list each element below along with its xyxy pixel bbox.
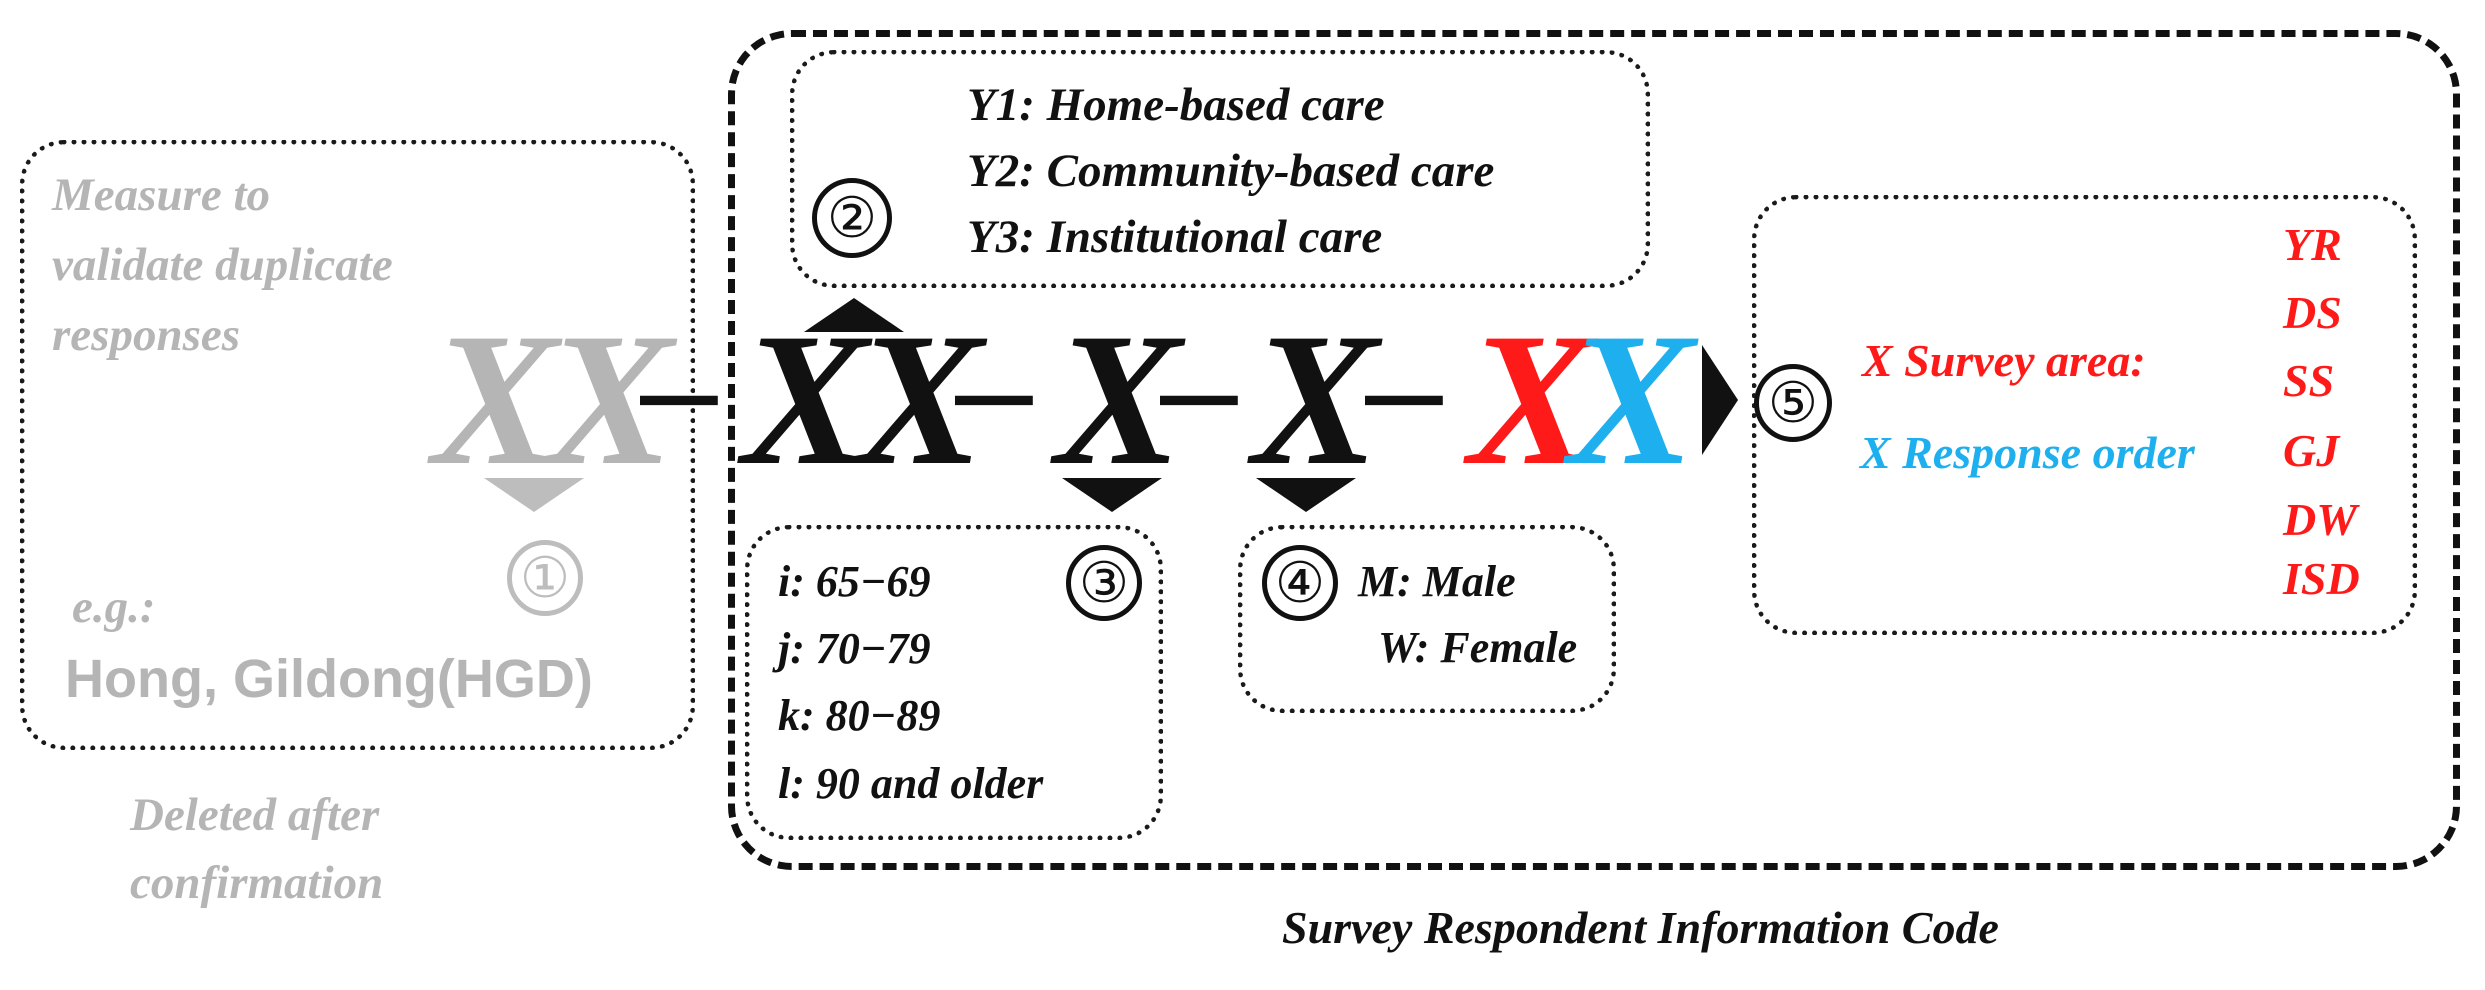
step5-response-order-label: X Response order — [1860, 427, 2195, 478]
step2-box — [790, 50, 1650, 288]
step3-box — [745, 525, 1163, 840]
step2-item-y2: Y2: Community-based care — [967, 145, 1495, 197]
step5-area-dw: DW — [2283, 494, 2358, 545]
step4-item-w: W: Female — [1378, 623, 1578, 672]
badge-step3: ③ — [1066, 545, 1142, 621]
step5-area-gj: GJ — [2283, 425, 2340, 476]
step2-item-y3: Y3: Institutional care — [967, 211, 1383, 263]
respondent-code-frame — [728, 30, 2460, 870]
step5-area-yr: YR — [2283, 219, 2342, 270]
step2-item-y1: Y1: Home-based care — [967, 79, 1385, 131]
step1-heading-line1: Measure to — [52, 169, 271, 221]
step3-item-j: j: 70−79 — [778, 624, 931, 673]
step5-area-isd: ISD — [2283, 553, 2360, 604]
code-part3-x: X — [1055, 295, 1182, 505]
code-separator-2: – — [955, 309, 1033, 466]
code-part5-blue-x: X — [1568, 295, 1695, 505]
step5-survey-area-label: X Survey area: — [1862, 335, 2146, 386]
code-separator-3: – — [1160, 309, 1238, 466]
step3-item-i: i: 65−69 — [778, 557, 931, 606]
code-separator-4: – — [1365, 309, 1443, 466]
step4-box — [1238, 525, 1616, 713]
badge-step1: ① — [507, 540, 583, 616]
step1-example-label: e.g.: — [72, 581, 156, 633]
step1-note-line1: Deleted after — [130, 789, 380, 841]
step3-item-k: k: 80−89 — [778, 691, 941, 740]
step4-item-m: M: Male — [1358, 557, 1516, 606]
code-part1-xx: XX — [432, 295, 673, 505]
step5-area-ss: SS — [2283, 355, 2335, 406]
badge-step4: ④ — [1262, 545, 1338, 621]
step1-heading-line2: validate duplicate — [52, 239, 393, 291]
step1-note-line2: confirmation — [130, 857, 384, 909]
code-part5-red-x: X — [1468, 295, 1595, 505]
code-separator-1: – — [640, 309, 718, 466]
code-part2-xx: XX — [742, 295, 983, 505]
diagram-title: Survey Respondent Information Code — [1282, 902, 1999, 953]
step5-box — [1752, 195, 2417, 635]
badge-step2: ② — [812, 178, 892, 258]
step1-heading-line3: responses — [52, 309, 241, 361]
step5-area-ds: DS — [2283, 287, 2342, 338]
step1-example-value: Hong, Gildong(HGD) — [65, 649, 593, 709]
step1-box — [20, 140, 695, 750]
code-part4-x: X — [1252, 295, 1379, 505]
badge-step5: ⑤ — [1754, 364, 1832, 442]
step3-item-l: l: 90 and older — [778, 759, 1044, 808]
